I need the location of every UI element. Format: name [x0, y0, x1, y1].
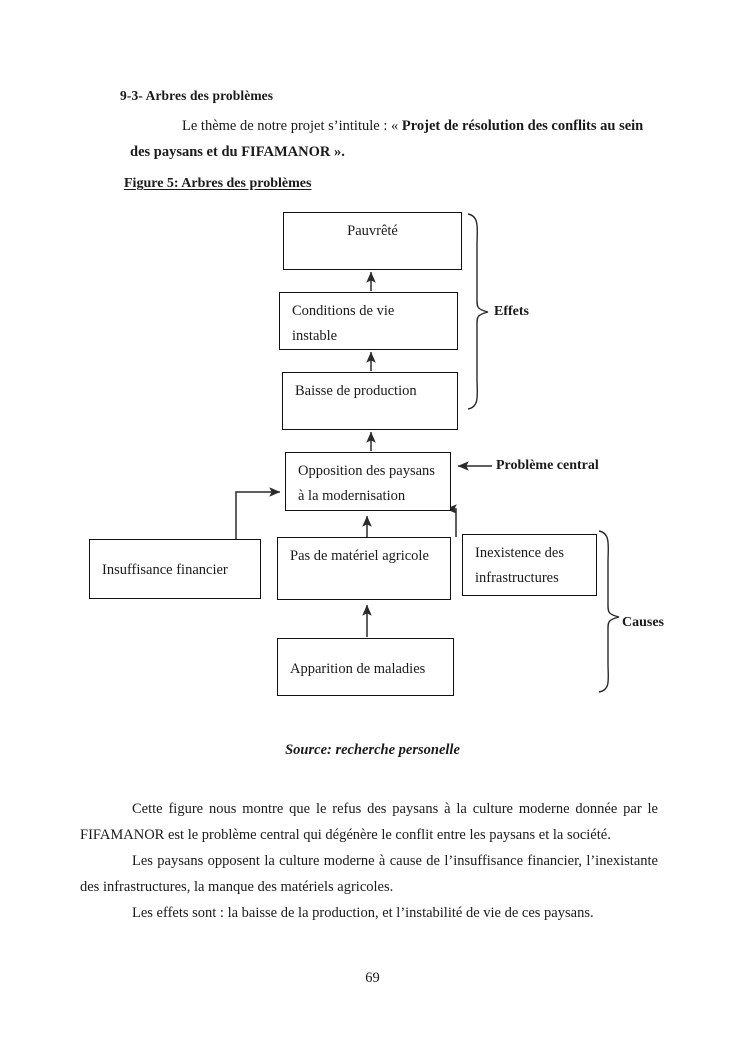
body-paragraph-2-text: Les paysans opposent la culture moderne …: [80, 853, 658, 895]
box-conditions-line1: Conditions de vie: [292, 303, 395, 319]
box-materiel-label: Pas de matériel agricole: [290, 548, 429, 564]
annotation-label-probleme-central: Problème central: [496, 458, 599, 473]
figure-source-note: Source: recherche personelle: [285, 742, 460, 758]
box-inexistence-line1: Inexistence des: [475, 545, 564, 561]
box-pauvrete-label: Pauvrêté: [347, 223, 398, 239]
box-opposition-line1: Opposition des paysans: [298, 463, 435, 479]
body-paragraph-3: Les effets sont : la baisse de la produc…: [80, 900, 658, 926]
box-pauvrete: Pauvrêté: [283, 212, 462, 270]
intro-emphasis-line2-wrap: des paysans et du FIFAMANOR ».: [130, 139, 658, 165]
brace-causes: [598, 530, 620, 693]
brace-label-effets: Effets: [494, 304, 529, 319]
box-insuffisance-financier: Insuffisance financier: [89, 539, 261, 599]
section-heading: 9-3- Arbres des problèmes: [120, 88, 274, 103]
box-maladies-label: Apparition de maladies: [290, 661, 426, 677]
body-paragraph-1: Cette figure nous montre que le refus de…: [80, 796, 658, 848]
figure-caption: Figure 5: Arbres des problèmes: [124, 176, 312, 191]
intro-emphasis-line1: Projet de résolution des conflits au sei…: [401, 118, 644, 134]
intro-lead: Le thème de notre projet s’intitule : «: [182, 118, 402, 134]
edge-insuffisance-to-opposition: [235, 487, 281, 540]
box-baisse-label: Baisse de production: [295, 383, 417, 399]
body-paragraph-2: Les paysans opposent la culture moderne …: [80, 848, 658, 900]
body-paragraph-1-text: Cette figure nous montre que le refus de…: [80, 801, 658, 843]
edge-inexistence-to-opposition: [445, 504, 457, 537]
box-opposition-line2: à la modernisation: [298, 488, 406, 504]
brace-label-causes: Causes: [622, 615, 665, 630]
box-apparition-de-maladies: Apparition de maladies: [277, 638, 454, 696]
intro-paragraph: Le thème de notre projet s’intitule : « …: [130, 113, 658, 139]
box-pas-de-materiel-agricole: Pas de matériel agricole: [277, 537, 451, 600]
box-insuffisance-label: Insuffisance financier: [102, 562, 228, 578]
box-baisse-de-production: Baisse de production: [282, 372, 458, 430]
box-conditions-de-vie: Conditions de vie instable: [279, 292, 458, 350]
box-conditions-line2: instable: [292, 328, 338, 344]
brace-effets: [467, 213, 489, 410]
intro-emphasis-line2: des paysans et du FIFAMANOR ».: [130, 144, 345, 160]
body-paragraph-3-text: Les effets sont : la baisse de la produc…: [132, 905, 594, 921]
box-opposition-des-paysans: Opposition des paysans à la modernisatio…: [285, 452, 451, 511]
box-inexistence-infrastructures: Inexistence des infrastructures: [462, 534, 597, 596]
page-number: 69: [365, 970, 380, 986]
box-inexistence-line2: infrastructures: [475, 570, 559, 586]
